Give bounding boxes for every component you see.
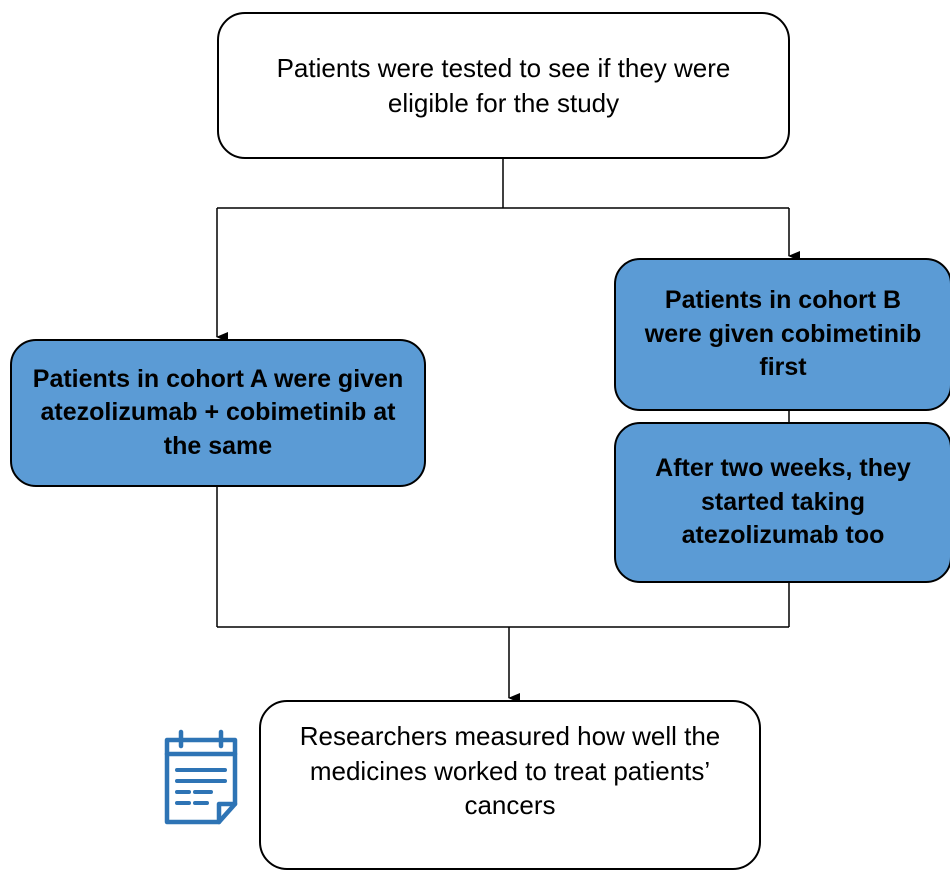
outcome-box: Researchers measured how well the medici… xyxy=(259,700,761,870)
after-two-weeks-text: After two weeks, they started taking ate… xyxy=(655,454,911,550)
cohort-b-text: Patients in cohort B were given cobimeti… xyxy=(644,286,922,382)
eligibility-step-text: Patients were tested to see if they were… xyxy=(276,52,731,118)
after-two-weeks-box: After two weeks, they started taking ate… xyxy=(614,422,950,583)
cohort-b-box: Patients in cohort B were given cobimeti… xyxy=(614,258,950,411)
outcome-text: Researchers measured how well the medici… xyxy=(299,720,721,821)
eligibility-step-box: Patients were tested to see if they were… xyxy=(217,12,790,159)
cohort-a-box: Patients in cohort A were given atezoliz… xyxy=(10,339,426,487)
document-list-icon xyxy=(164,729,238,825)
cohort-a-text: Patients in cohort A were given atezoliz… xyxy=(32,364,404,460)
